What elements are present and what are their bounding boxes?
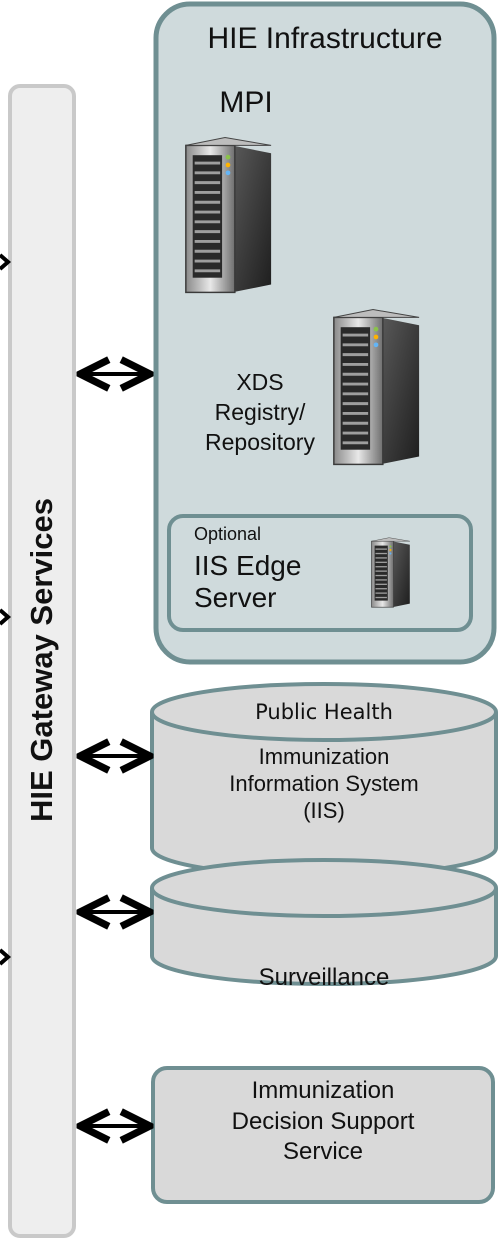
edge-server-label: IIS Edge Server — [194, 550, 302, 613]
gateway-bar — [8, 84, 76, 1238]
xds-label: XDS Registry/ Repository — [205, 369, 315, 455]
mpi-server-icon — [184, 135, 273, 295]
infrastructure-title: HIE Infrastructure — [207, 22, 443, 55]
left-edge-arrowhead — [0, 608, 12, 626]
surveillance-cylinder — [150, 858, 498, 986]
iis-label: Immunization Information System (IIS) — [229, 744, 419, 823]
edge-server-icon — [370, 536, 411, 608]
gateway-label: HIE Gateway Services — [24, 498, 59, 822]
edge-optional-label: Optional — [194, 524, 262, 544]
decision-support-label: Immunization Decision Support Service — [231, 1077, 415, 1166]
left-edge-arrowhead — [0, 253, 12, 271]
xds-server-icon — [332, 307, 421, 467]
mpi-label: MPI — [219, 86, 273, 119]
surveillance-label: Surveillance — [258, 964, 390, 991]
left-edge-arrowhead — [0, 948, 12, 966]
public-health-header: Public Health — [255, 700, 393, 724]
